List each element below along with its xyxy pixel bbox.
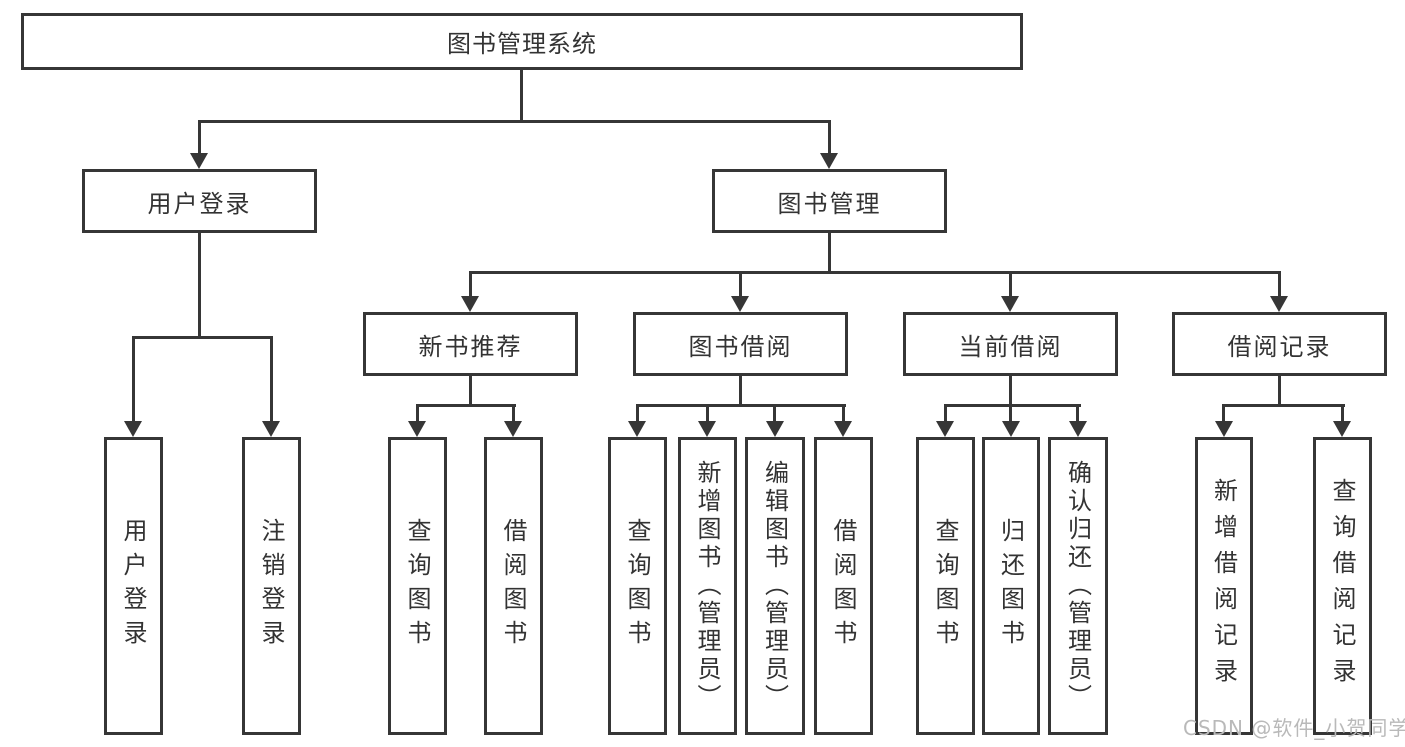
connector-book-management-stem — [828, 233, 831, 273]
connector-current-borrow-stem — [1009, 376, 1012, 406]
connector-stem — [944, 404, 947, 421]
node-book-management: 图书管理 — [712, 169, 947, 233]
connector-stem — [1076, 404, 1079, 421]
connector-stem-user-login — [198, 120, 201, 153]
leaf-add-borrow-record: 新增借阅记录 — [1195, 437, 1253, 735]
node-new-book-recommend: 新书推荐 — [363, 312, 578, 376]
leaf-logout: 注销登录 — [242, 437, 301, 735]
connector-user-login-horizontal — [132, 336, 273, 339]
connector-book-borrow-stem — [739, 376, 742, 406]
arrowhead-book-management — [820, 153, 838, 169]
arrowhead-borrow-records — [1270, 296, 1288, 312]
connector-stem — [842, 404, 845, 421]
node-user-login: 用户登录 — [82, 169, 317, 233]
arrowhead-leaf-logout — [262, 421, 280, 437]
connector-new-book-horizontal — [416, 404, 516, 407]
arrowhead — [504, 421, 522, 437]
node-book-borrow: 图书借阅 — [633, 312, 848, 376]
arrowhead-book-borrow — [731, 296, 749, 312]
connector-stem — [416, 404, 419, 421]
leaf-edit-book-admin: 编辑图书（管理员） — [745, 437, 805, 735]
connector-stem — [1009, 404, 1012, 421]
arrowhead — [834, 421, 852, 437]
arrowhead — [628, 421, 646, 437]
connector-level3-horizontal — [469, 271, 1281, 274]
connector-current-borrow-horizontal — [944, 404, 1081, 407]
connector-stem — [773, 404, 776, 421]
arrowhead-new-book — [461, 296, 479, 312]
arrowhead — [1215, 421, 1233, 437]
leaf-query-book-current: 查询图书 — [916, 437, 975, 735]
connector-level1-horizontal — [198, 120, 831, 123]
connector-stem-leaf-user-login — [132, 336, 135, 421]
leaf-return-book: 归还图书 — [982, 437, 1040, 735]
node-current-borrow: 当前借阅 — [903, 312, 1118, 376]
connector-stem — [1341, 404, 1344, 421]
connector-user-login-stem — [198, 233, 201, 336]
csdn-watermark: CSDN @软件_小贺同学 — [1183, 716, 1405, 740]
connector-root-stem — [520, 70, 523, 120]
arrowhead — [408, 421, 426, 437]
leaf-add-book-admin: 新增图书（管理员） — [678, 437, 737, 735]
leaf-user-login: 用户登录 — [104, 437, 163, 735]
connector-stem — [1222, 404, 1225, 421]
arrowhead — [1069, 421, 1087, 437]
leaf-query-borrow-record: 查询借阅记录 — [1313, 437, 1372, 735]
leaf-query-book-recommend: 查询图书 — [388, 437, 447, 735]
arrowhead — [698, 421, 716, 437]
connector-stem-book-borrow — [739, 271, 742, 296]
connector-stem-current-borrow — [1009, 271, 1012, 296]
connector-borrow-records-stem — [1278, 376, 1281, 406]
leaf-borrow-book: 借阅图书 — [814, 437, 873, 735]
connector-stem-borrow-records — [1278, 271, 1281, 296]
arrowhead-user-login — [190, 153, 208, 169]
leaf-confirm-return-admin: 确认归还（管理员） — [1048, 437, 1108, 735]
connector-stem-book-management — [828, 120, 831, 153]
connector-stem-leaf-logout — [270, 336, 273, 421]
arrowhead — [1002, 421, 1020, 437]
arrowhead-current-borrow — [1001, 296, 1019, 312]
node-library-management-system: 图书管理系统 — [21, 13, 1023, 70]
leaf-borrow-book-recommend: 借阅图书 — [484, 437, 543, 735]
connector-stem — [636, 404, 639, 421]
connector-book-borrow-horizontal — [636, 404, 846, 407]
arrowhead — [1333, 421, 1351, 437]
arrowhead — [936, 421, 954, 437]
node-borrow-records: 借阅记录 — [1172, 312, 1387, 376]
leaf-query-book-borrow: 查询图书 — [608, 437, 667, 735]
arrowhead-leaf-user-login — [124, 421, 142, 437]
connector-stem — [512, 404, 515, 421]
connector-new-book-stem — [469, 376, 472, 406]
arrowhead — [766, 421, 784, 437]
connector-stem — [706, 404, 709, 421]
connector-borrow-records-horizontal — [1223, 404, 1345, 407]
connector-stem-new-book — [469, 271, 472, 296]
